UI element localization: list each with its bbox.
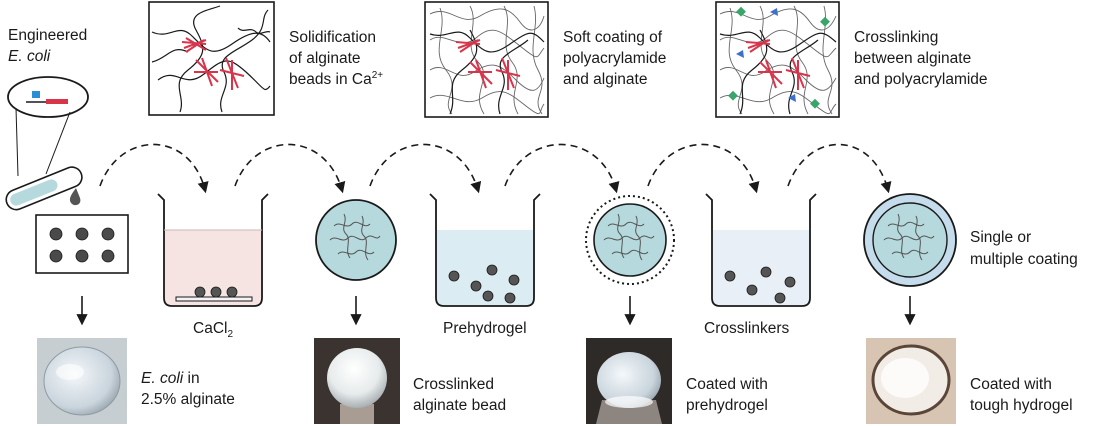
beaker-beads xyxy=(194,286,238,298)
polyacrylamide-network xyxy=(429,5,545,115)
flow-arrow-3 xyxy=(369,143,482,194)
coated-tough-label-1: Coated with xyxy=(970,376,1052,393)
crosslinking-label-1: Crosslinking xyxy=(854,29,938,46)
zoom-line-right xyxy=(45,111,71,175)
ecoli-alginate-label-2: 2.5% alginate xyxy=(141,391,235,408)
gene-promoter-blue xyxy=(32,91,40,98)
engineered-label: Engineered xyxy=(8,27,87,44)
prehydrogel-beaker xyxy=(429,193,541,307)
prehydrogel-label: Prehydrogel xyxy=(443,320,527,337)
photo-coated-prehydrogel xyxy=(586,338,672,424)
coated-bead-diagram xyxy=(585,195,675,285)
crosslinking-label-3: and polyacrylamide xyxy=(854,71,988,88)
flow-arrow-4 xyxy=(504,143,620,194)
droplet xyxy=(69,188,81,206)
coated-prehydrogel-label-1: Coated with xyxy=(686,376,768,393)
single-coating-label-2: multiple coating xyxy=(970,251,1078,268)
alginate-bead-diagram xyxy=(315,199,397,281)
engineered-ecoli-group: Engineered E. coli xyxy=(5,27,129,326)
culture-tube xyxy=(5,166,83,211)
soft-coating-label-1: Soft coating of xyxy=(563,29,663,46)
mesh-tray xyxy=(175,296,253,302)
crosslinking-box xyxy=(715,1,840,118)
flow-arrow-5 xyxy=(647,143,760,194)
coated-tough-label-2: tough hydrogel xyxy=(970,397,1073,414)
bacterium-cell xyxy=(7,76,89,118)
ecoli-alginate-label-1: E. coli in xyxy=(141,370,200,387)
crosslinkers-label: Crosslinkers xyxy=(704,320,790,337)
flow-arrows xyxy=(99,143,892,194)
soft-coating-box xyxy=(424,1,549,118)
solidification-label-3: beads in Ca2+ xyxy=(289,70,383,88)
photo-crosslinked-bead xyxy=(314,338,400,424)
photo-ecoli-alginate xyxy=(37,338,127,424)
zoom-line-left xyxy=(15,107,19,177)
tough-coated-bead-diagram xyxy=(863,193,957,287)
flow-arrow-1 xyxy=(99,143,209,194)
crosslinkers-beaker xyxy=(705,193,817,307)
soft-coating-label-2: polyacrylamide xyxy=(563,50,666,67)
bead-plate xyxy=(35,214,129,274)
flow-arrow-2 xyxy=(234,143,346,194)
solidification-label-2: of alginate xyxy=(289,50,361,67)
cacl2-label: CaCl2 xyxy=(193,320,233,340)
solidification-label-1: Solidification xyxy=(289,29,376,46)
egg-box-crosslinks xyxy=(181,37,245,90)
solidification-box xyxy=(148,1,275,116)
crosslink-markers xyxy=(728,6,830,109)
photo-coated-tough-hydrogel xyxy=(866,338,956,424)
soft-coating-label-3: and alginate xyxy=(563,71,647,88)
ecoli-label: E. coli xyxy=(8,48,51,65)
single-coating-label-1: Single or xyxy=(970,229,1031,246)
coated-prehydrogel-label-2: prehydrogel xyxy=(686,397,768,414)
flow-arrow-6 xyxy=(787,143,892,194)
cacl2-beaker xyxy=(157,193,269,307)
plate-beads xyxy=(49,227,115,263)
crosslinked-bead-label-1: Crosslinked xyxy=(413,376,494,393)
gene-red xyxy=(46,99,68,104)
crosslinked-bead-label-2: alginate bead xyxy=(413,397,506,414)
crosslinking-label-2: between alginate xyxy=(854,50,971,67)
